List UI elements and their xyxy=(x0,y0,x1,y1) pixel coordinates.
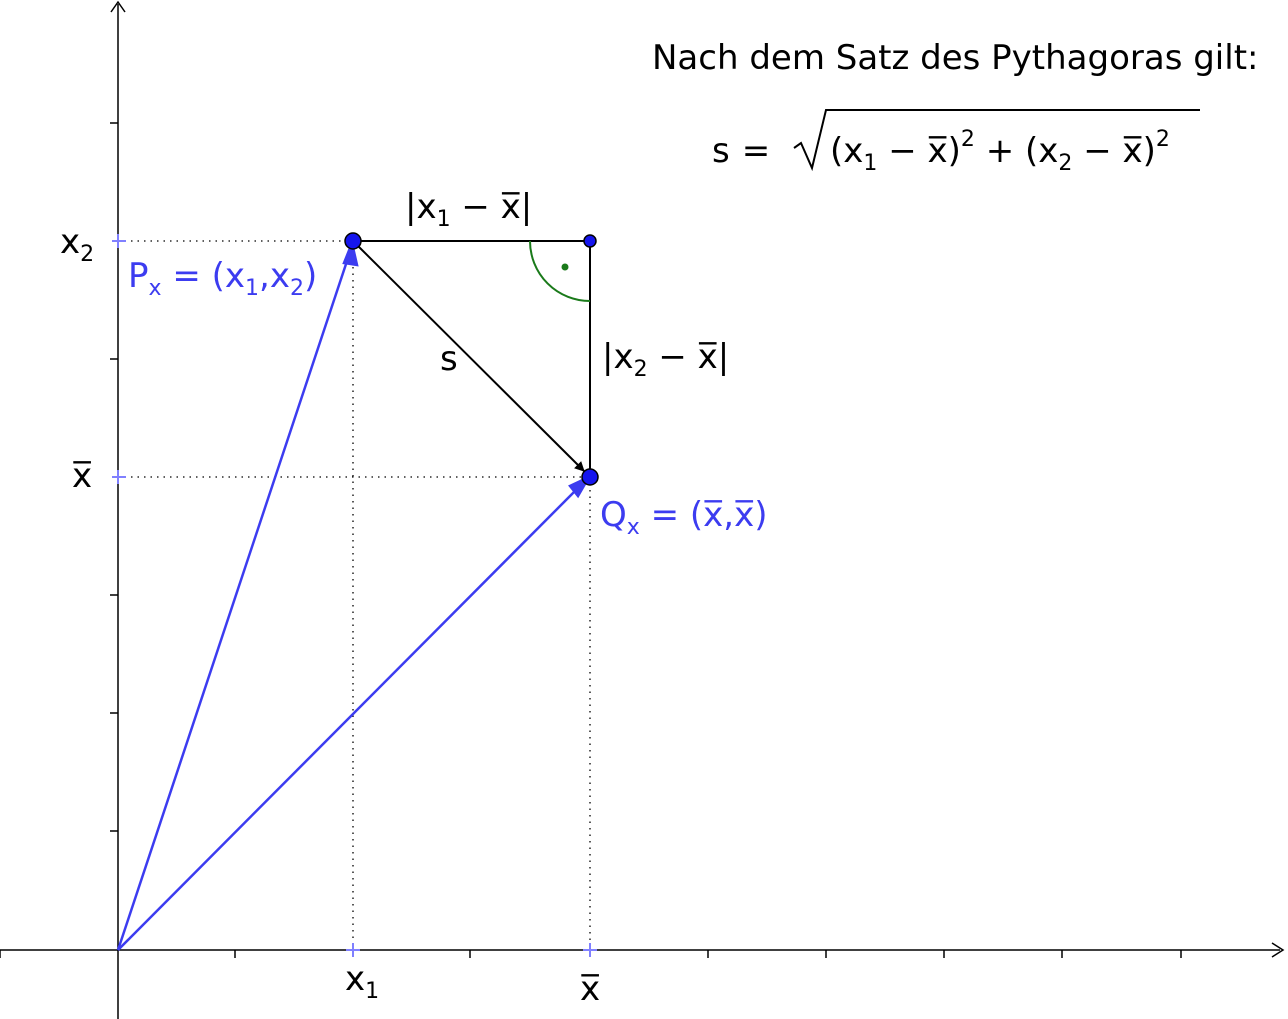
axis-point-markers xyxy=(112,234,597,957)
projection-lines xyxy=(118,240,591,950)
sqrt-icon xyxy=(793,109,1200,172)
label-point-P: Px = (x1,x2) xyxy=(128,256,317,301)
label-horizontal-segment: |x1 − x̅| xyxy=(405,187,532,232)
pythagoras-formula: s= (x1 − x̅)2 + (x2 − x̅)2 xyxy=(712,109,1200,176)
x-axis-ticks xyxy=(0,950,1182,958)
label-x-xbar: x̅ xyxy=(580,969,600,1009)
svg-text:(x1 − x̅)2 + (x2 − x̅)2: (x1 − x̅)2 + (x2 − x̅)2 xyxy=(830,127,1170,176)
label-y-x2: x2 xyxy=(60,222,94,267)
point-Q xyxy=(581,468,599,486)
right-angle-icon xyxy=(529,240,591,302)
y-axis-arrow-icon xyxy=(110,0,126,13)
label-hypotenuse-s: s xyxy=(440,339,458,379)
vector-to-P xyxy=(116,254,351,951)
right-triangle xyxy=(352,240,591,477)
heading: Nach dem Satz des Pythagoras gilt: xyxy=(652,38,1259,78)
point-P xyxy=(344,232,362,250)
point-corner xyxy=(583,234,597,248)
x-axis-arrow-icon xyxy=(1271,942,1285,958)
label-y-xbar: x̅ xyxy=(72,456,92,496)
vector-to-Q xyxy=(117,485,581,951)
y-axis xyxy=(110,0,126,1019)
svg-text:s=: s= xyxy=(712,131,770,171)
label-x-x1: x1 xyxy=(345,959,379,1004)
label-vertical-segment: |x2 − x̅| xyxy=(602,337,729,382)
segment-hypotenuse-s xyxy=(352,240,585,472)
label-point-Q: Qx = (x̅,x̅) xyxy=(600,495,767,540)
position-vectors xyxy=(116,238,593,951)
x-axis xyxy=(0,942,1285,958)
vector-P-arrowhead-icon xyxy=(342,238,359,267)
y-axis-ticks xyxy=(110,122,118,832)
